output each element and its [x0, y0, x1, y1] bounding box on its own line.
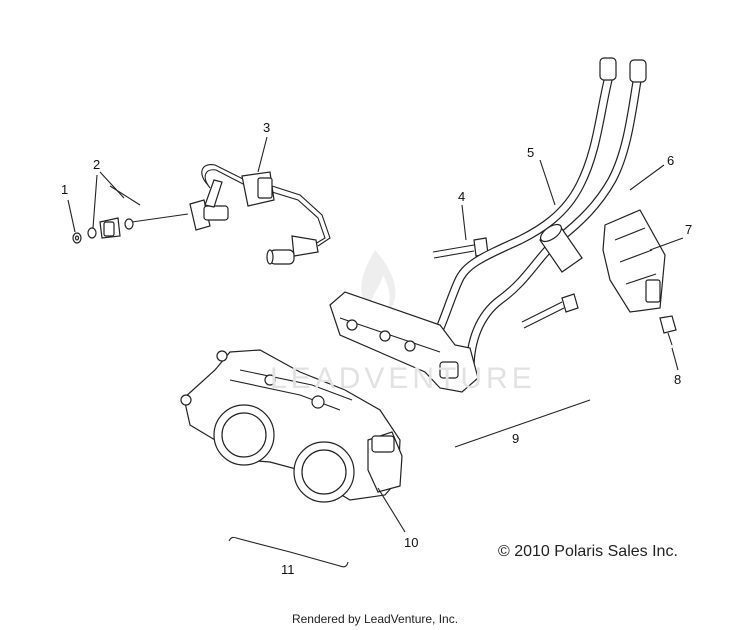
callout-7[interactable]: 7 [685, 222, 693, 237]
callout-8[interactable]: 8 [674, 372, 682, 387]
leader-line-4 [461, 204, 467, 241]
bolt-part-4[interactable] [432, 237, 489, 259]
fuel-filter[interactable] [538, 221, 583, 273]
sensor-bracket-part-7[interactable] [602, 209, 666, 313]
fuel-hose-part-5[interactable] [430, 57, 617, 345]
leader-line-7 [649, 237, 684, 251]
callout-5[interactable]: 5 [527, 145, 535, 160]
leader-line-6 [629, 164, 665, 191]
watermark-text: LEADVENTURE [270, 362, 536, 395]
leader-line-2a [92, 174, 98, 229]
callout-1[interactable]: 1 [61, 182, 69, 197]
leader-line-8 [671, 347, 679, 371]
copyright-notice: © 2010 Polaris Sales Inc. [498, 543, 678, 560]
leader-line-2b [99, 171, 125, 199]
bracket-line-11 [228, 536, 349, 568]
callout-3[interactable]: 3 [263, 120, 271, 135]
washer-part-1[interactable] [72, 232, 82, 244]
leader-line-10 [377, 487, 406, 533]
callout-9[interactable]: 9 [512, 431, 520, 446]
bolt-part-4b[interactable] [521, 293, 579, 329]
bracket-line-9 [454, 399, 591, 448]
callout-11[interactable]: 11 [281, 562, 295, 577]
rendered-by-footer: Rendered by LeadVenture, Inc. [291, 612, 459, 626]
throttle-position-sensor-part-10[interactable] [367, 431, 403, 493]
callout-10[interactable]: 10 [404, 535, 419, 550]
leader-line-2c [109, 185, 141, 206]
callout-6[interactable]: 6 [667, 153, 675, 168]
bolt-part-8[interactable] [659, 315, 677, 346]
injector-harness-part-3[interactable] [131, 164, 331, 265]
leader-line-3 [257, 136, 268, 173]
callout-2[interactable]: 2 [93, 157, 101, 172]
leader-line-5 [539, 159, 556, 206]
leader-line-1 [67, 199, 76, 233]
fuel-rail-part-9[interactable] [329, 291, 479, 393]
callout-4[interactable]: 4 [458, 189, 466, 204]
throttle-body-part-11[interactable] [180, 349, 401, 503]
injector-part-2[interactable] [87, 217, 134, 239]
